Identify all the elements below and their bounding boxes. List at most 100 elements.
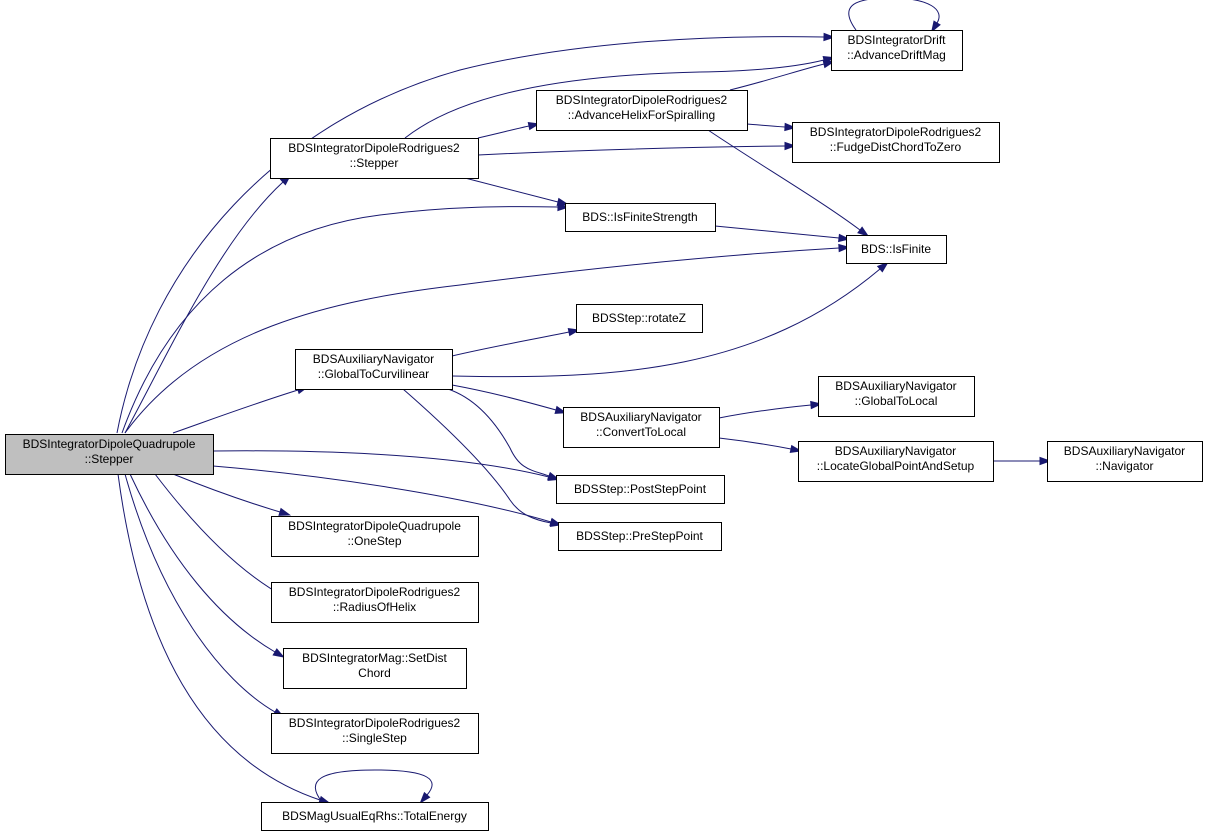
node-box	[1047, 441, 1203, 482]
node-label-line: BDSAuxiliaryNavigator	[835, 444, 956, 458]
node-label-line: BDSIntegratorDipoleRodrigues2	[556, 93, 728, 107]
call-edge-root-3	[124, 243, 851, 434]
call-edge-root-9	[129, 473, 285, 658]
node-root[interactable]: BDSIntegratorDipoleQuadrupole::Stepper	[5, 434, 214, 475]
node-label-line: ::AdvanceDriftMag	[847, 48, 946, 62]
node-rodstep[interactable]: BDSIntegratorDipoleRodrigues2::Stepper	[270, 138, 479, 179]
node-locate[interactable]: BDSAuxiliaryNavigator::LocateGlobalPoint…	[798, 441, 994, 482]
node-label-line: BDSIntegratorDrift	[847, 33, 946, 47]
node-box	[5, 434, 214, 475]
node-single[interactable]: BDSIntegratorDipoleRodrigues2::SingleSte…	[271, 713, 479, 754]
arrowhead	[784, 122, 797, 132]
call-edge-rodstep-13	[477, 122, 541, 139]
node-label-line: ::OneStep	[347, 534, 401, 548]
call-edge-root-1	[124, 174, 292, 434]
call-edge-g2c-23	[451, 384, 568, 414]
node-box	[798, 441, 994, 482]
node-label-line: BDSAuxiliaryNavigator	[1064, 444, 1185, 458]
node-c2l[interactable]: BDSAuxiliaryNavigator::ConvertToLocal	[563, 407, 720, 448]
call-edge-root-5	[212, 450, 561, 481]
node-label-line: BDS::IsFinite	[861, 242, 931, 256]
node-pre[interactable]: BDSStep::PreStepPoint	[558, 522, 722, 551]
node-label-line: ::RadiusOfHelix	[333, 600, 416, 614]
node-helix[interactable]: BDSIntegratorDipoleRodrigues2::AdvanceHe…	[536, 90, 748, 131]
call-edge-c2l-27	[718, 437, 803, 453]
node-box	[271, 582, 479, 623]
node-radius[interactable]: BDSIntegratorDipoleRodrigues2::RadiusOfH…	[271, 582, 479, 623]
arrowhead	[272, 648, 285, 658]
node-label-line: BDSIntegratorDipoleRodrigues2	[288, 141, 460, 155]
call-edge-helix-18	[707, 129, 870, 237]
node-box	[536, 90, 748, 131]
node-label-line: BDSStep::rotateZ	[592, 311, 686, 325]
node-box	[846, 235, 947, 264]
node-label-line: BDSIntegratorMag::SetDist	[302, 651, 447, 665]
node-g2l[interactable]: BDSAuxiliaryNavigator::GlobalToLocal	[818, 376, 975, 417]
call-edge-rodstep-15	[464, 177, 570, 206]
node-box	[563, 407, 720, 448]
arrowhead	[857, 226, 870, 237]
node-box	[271, 516, 479, 557]
call-edge-helix-17	[746, 122, 797, 132]
node-box	[792, 122, 1000, 163]
arrowhead	[876, 261, 889, 273]
node-box	[556, 475, 725, 504]
node-g2c[interactable]: BDSAuxiliaryNavigator::GlobalToCurviline…	[295, 349, 453, 390]
node-isfinite[interactable]: BDS::IsFinite	[846, 235, 947, 264]
node-finstr[interactable]: BDS::IsFiniteStrength	[565, 203, 716, 232]
node-box	[270, 138, 479, 179]
arrowhead	[1039, 456, 1052, 466]
node-post[interactable]: BDSStep::PostStepPoint	[556, 475, 725, 504]
node-label-line: ::Navigator	[1095, 459, 1153, 473]
node-onestep[interactable]: BDSIntegratorDipoleQuadrupole::OneStep	[271, 516, 479, 557]
node-label-line: ::AdvanceHelixForSpiralling	[568, 108, 715, 122]
node-energy[interactable]: BDSMagUsualEqRhs::TotalEnergy	[261, 802, 489, 831]
node-label-line: ::LocateGlobalPointAndSetup	[817, 459, 975, 473]
call-edge-rodstep-14	[477, 141, 797, 156]
arrowhead	[823, 32, 836, 42]
node-label-line: ::GlobalToCurvilinear	[318, 367, 429, 381]
node-label-line: BDSStep::PostStepPoint	[574, 482, 707, 496]
call-edge-g2c-21	[451, 328, 581, 357]
node-fudge[interactable]: BDSIntegratorDipoleRodrigues2::FudgeDist…	[792, 122, 1000, 163]
call-edge-drift-20	[848, 0, 941, 33]
node-drift[interactable]: BDSIntegratorDrift::AdvanceDriftMag	[831, 30, 963, 71]
node-box	[565, 203, 716, 232]
node-box	[283, 648, 467, 689]
arrowhead	[278, 507, 292, 516]
arrowhead	[838, 233, 851, 243]
node-label-line: ::Stepper	[85, 452, 134, 466]
node-label-line: BDSAuxiliaryNavigator	[313, 352, 434, 366]
node-label-line: Chord	[358, 666, 391, 680]
node-nav[interactable]: BDSAuxiliaryNavigator::Navigator	[1047, 441, 1203, 482]
arrowhead	[810, 400, 823, 410]
node-label-line: BDSAuxiliaryNavigator	[835, 379, 956, 393]
call-edge-g2c-22	[451, 261, 889, 378]
node-box	[576, 304, 703, 333]
node-label-line: ::ConvertToLocal	[596, 425, 686, 439]
arrowhead	[784, 141, 797, 151]
node-box	[558, 522, 722, 551]
arrowhead	[931, 20, 941, 33]
node-label-line: ::FudgeDistChordToZero	[830, 140, 962, 154]
call-edge-locate-28	[993, 456, 1052, 466]
node-box	[261, 802, 489, 831]
node-rotz[interactable]: BDSStep::rotateZ	[576, 304, 703, 333]
node-label-line: BDSMagUsualEqRhs::TotalEnergy	[282, 809, 467, 823]
node-box	[831, 30, 963, 71]
node-label-line: ::Stepper	[350, 156, 399, 170]
node-label-line: BDS::IsFiniteStrength	[582, 210, 697, 224]
node-box	[271, 713, 479, 754]
node-label-line: ::GlobalToLocal	[855, 394, 938, 408]
arrowhead	[554, 405, 568, 414]
node-label-line: ::SingleStep	[342, 731, 407, 745]
call-edge-helix-16	[729, 60, 836, 91]
node-label-line: BDSIntegratorDipoleRodrigues2	[289, 585, 461, 599]
call-edge-g2c-24	[447, 388, 560, 480]
node-box	[295, 349, 453, 390]
node-label-line: BDSIntegratorDipoleQuadrupole	[288, 519, 461, 533]
node-label-line: BDSAuxiliaryNavigator	[580, 410, 701, 424]
arrowhead	[419, 791, 431, 804]
